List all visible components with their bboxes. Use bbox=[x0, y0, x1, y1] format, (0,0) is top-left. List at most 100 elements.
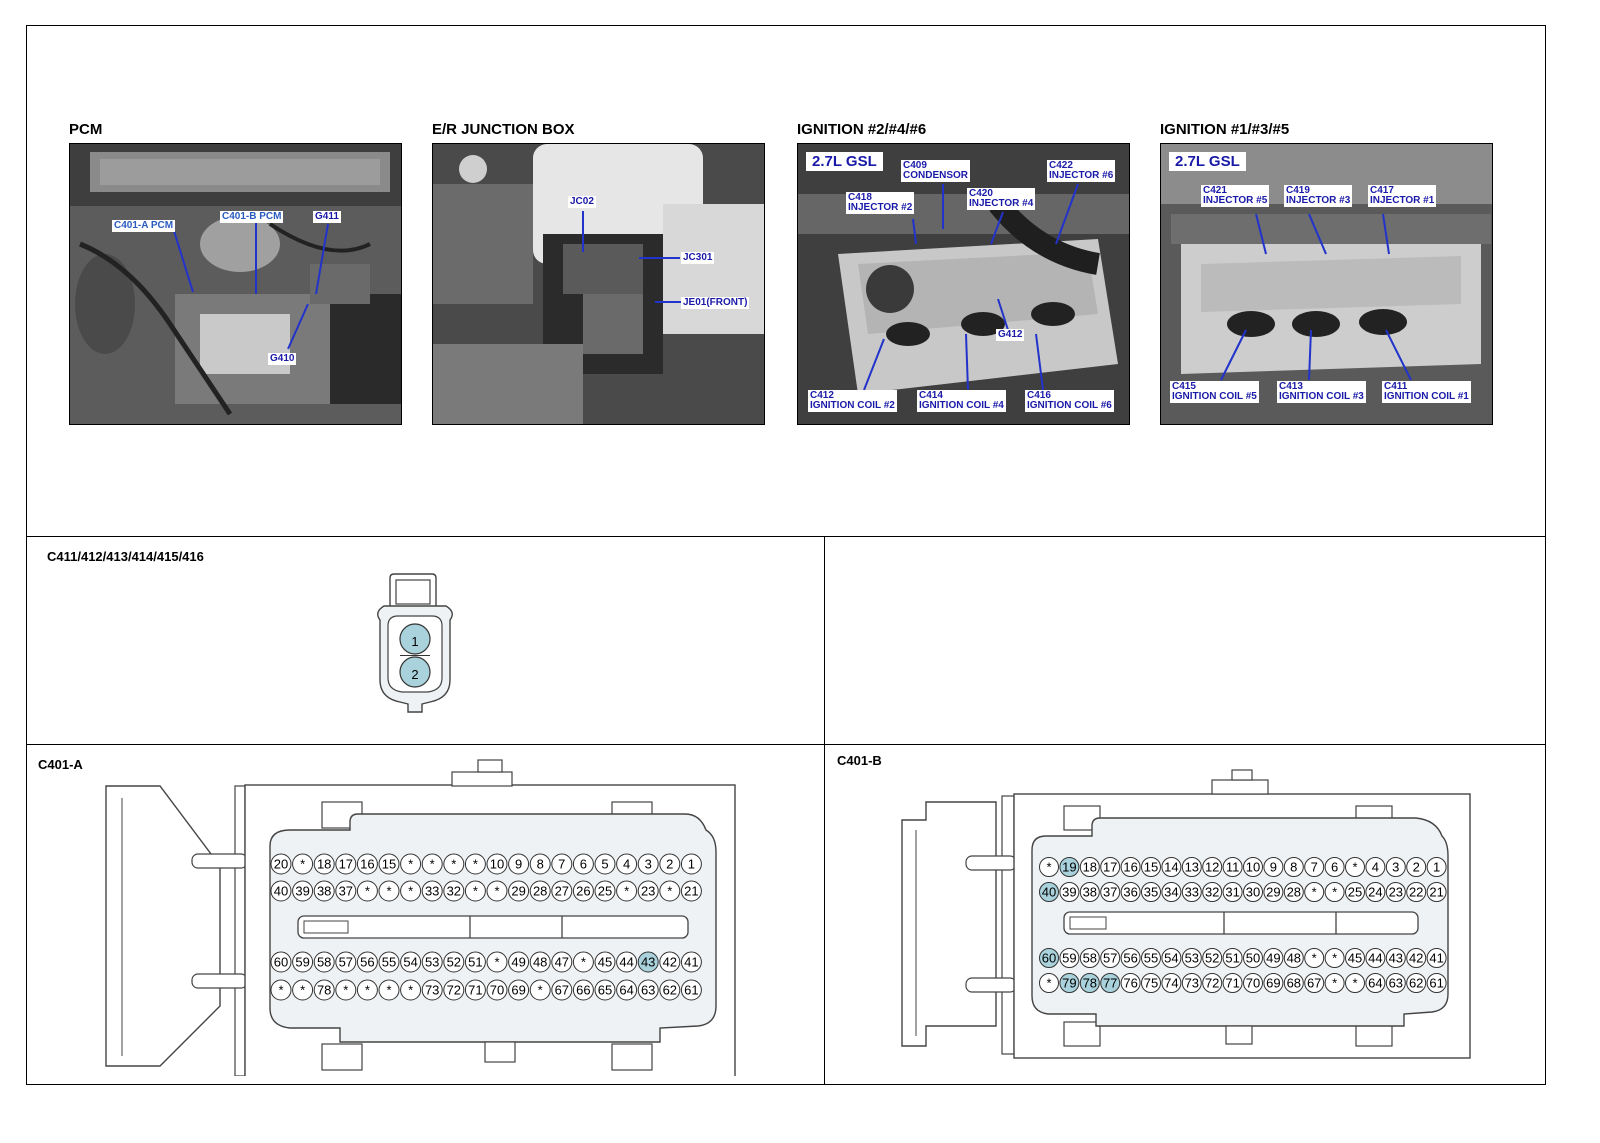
c401b-pin-label: 54 bbox=[1164, 951, 1178, 966]
c401a-pin-label: 78 bbox=[317, 983, 331, 998]
c401a-pin-label: 33 bbox=[425, 884, 439, 899]
c401a-pin-label: * bbox=[408, 884, 413, 899]
c401b-pin: 49 bbox=[1263, 948, 1284, 968]
c401b-pin: 56 bbox=[1120, 948, 1141, 968]
c401a-pin-label: 44 bbox=[619, 955, 633, 970]
diagram-frame bbox=[26, 25, 1546, 1085]
callout-g410: G410 bbox=[268, 353, 297, 365]
c401a-pin: 51 bbox=[464, 951, 486, 973]
c401b-pin-label: 69 bbox=[1266, 976, 1280, 991]
c401b-pin-label: 60 bbox=[1042, 951, 1056, 966]
c401a-pin-label: 41 bbox=[684, 955, 698, 970]
engine-tag-135: 2.7L GSL bbox=[1169, 152, 1246, 171]
c401b-pin: 14 bbox=[1161, 857, 1182, 877]
c401a-pin: 37 bbox=[335, 880, 357, 902]
c401a-pin-label: * bbox=[494, 955, 499, 970]
callout-c412-ignition-coil-2: C412 IGNITION COIL #2 bbox=[808, 390, 897, 412]
c401b-pin: 12 bbox=[1202, 857, 1223, 877]
c401a-pin: 62 bbox=[659, 979, 681, 1001]
c401b-pin: 10 bbox=[1243, 857, 1263, 877]
c401b-pin-label: 50 bbox=[1246, 951, 1260, 966]
c401b-pin-label: 53 bbox=[1185, 951, 1199, 966]
c401b-pin-label: * bbox=[1352, 860, 1357, 875]
c401a-pin: * bbox=[335, 979, 357, 1001]
c401b-pin: 50 bbox=[1243, 948, 1263, 968]
c401a-pin: 47 bbox=[551, 951, 573, 973]
photo-title-ignition-135: IGNITION #1/#3/#5 bbox=[1160, 121, 1290, 138]
photo-junction-box: JC02 JC301 JE01(FRONT) bbox=[432, 143, 765, 425]
callout-c415-ignition-coil-5: C415 IGNITION COIL #5 bbox=[1170, 381, 1259, 403]
c401a-pin: 56 bbox=[356, 951, 378, 973]
c401b-pin-label: 12 bbox=[1205, 860, 1219, 875]
c401b-pin-label: 3 bbox=[1392, 860, 1399, 875]
c401b-pin-label: 32 bbox=[1205, 885, 1219, 900]
divider-vertical bbox=[824, 536, 825, 1085]
c401b-pin: 37 bbox=[1100, 882, 1121, 902]
c401a-pin-label: 66 bbox=[576, 983, 590, 998]
c401b-pin: 62 bbox=[1406, 973, 1427, 993]
c401b-pin-label: 37 bbox=[1103, 885, 1117, 900]
c401b-pin-label: 45 bbox=[1348, 951, 1362, 966]
c401a-pin: 52 bbox=[443, 951, 465, 973]
coil-connector-pin-label: 1 bbox=[411, 634, 418, 649]
c401b-pin: 1 bbox=[1426, 857, 1447, 877]
c401a-pin-label: * bbox=[365, 884, 370, 899]
c401b-pin-label: 48 bbox=[1287, 951, 1301, 966]
c401b-pin: 72 bbox=[1202, 973, 1223, 993]
c401a-pin-label: 3 bbox=[645, 857, 652, 872]
c401a-pin: * bbox=[270, 979, 292, 1001]
callout-c413-ignition-coil-3: C413 IGNITION COIL #3 bbox=[1277, 381, 1366, 403]
c401b-pin: 61 bbox=[1426, 973, 1447, 993]
c401a-pin-label: * bbox=[386, 983, 391, 998]
c401a-pin: * bbox=[572, 951, 594, 973]
c401b-pin-label: 49 bbox=[1266, 951, 1280, 966]
c401a-pin-label: * bbox=[451, 857, 456, 872]
c401a-pin-label: * bbox=[300, 983, 305, 998]
c401a-pin: * bbox=[378, 880, 400, 902]
c401b-pin-label: 16 bbox=[1123, 860, 1137, 875]
c401a-pin-label: 5 bbox=[601, 857, 608, 872]
c401b-pin-label: 43 bbox=[1389, 951, 1403, 966]
c401a-pin-label: 27 bbox=[555, 884, 569, 899]
c401a-pin: 55 bbox=[378, 951, 400, 973]
c401a-pin-label: 37 bbox=[339, 884, 353, 899]
callout-c422-injector-6: C422 INJECTOR #6 bbox=[1047, 160, 1116, 182]
c401a-title: C401-A bbox=[38, 757, 83, 772]
c401a-pin-label: 61 bbox=[684, 983, 698, 998]
c401b-pin: * bbox=[1324, 948, 1345, 968]
c401b-pin-label: 72 bbox=[1205, 976, 1219, 991]
c401b-pin: 30 bbox=[1243, 882, 1263, 902]
callout-c420-injector-4: C420 INJECTOR #4 bbox=[967, 188, 1036, 210]
c401a-pin-label: 6 bbox=[580, 857, 587, 872]
c401b-pin-label: * bbox=[1332, 885, 1337, 900]
c401a-pin-label: 21 bbox=[684, 884, 698, 899]
photo-pcm-art bbox=[70, 144, 401, 424]
c401a-pin-label: 29 bbox=[511, 884, 525, 899]
c401a-pin: 38 bbox=[313, 880, 335, 902]
c401a-pin: 15 bbox=[378, 853, 400, 875]
c401b-pin-label: 30 bbox=[1246, 885, 1260, 900]
c401b-pin: 35 bbox=[1141, 882, 1161, 902]
c401b-pin-label: 62 bbox=[1409, 976, 1423, 991]
c401b-pin-label: 7 bbox=[1311, 860, 1318, 875]
c401a-pin-label: 62 bbox=[663, 983, 677, 998]
c401a-pin-label: 40 bbox=[274, 884, 288, 899]
c401b-pin-label: 15 bbox=[1144, 860, 1158, 875]
c401b-pin: 29 bbox=[1263, 882, 1284, 902]
c401a-pin: 41 bbox=[680, 951, 702, 973]
c401b-pin-label: 19 bbox=[1062, 860, 1076, 875]
c401b-pin-label: 77 bbox=[1103, 976, 1117, 991]
c401b-title: C401-B bbox=[837, 753, 882, 768]
c401a-pin-label: * bbox=[538, 983, 543, 998]
coil-connector-title: C411/412/413/414/415/416 bbox=[47, 549, 204, 564]
engine-tag-246: 2.7L GSL bbox=[806, 152, 883, 171]
c401b-pin: 32 bbox=[1202, 882, 1223, 902]
c401b-pin: 25 bbox=[1345, 882, 1365, 902]
callout-g411: G411 bbox=[313, 211, 341, 223]
c401a-pin: 64 bbox=[616, 979, 638, 1001]
c401a-pin-label: 16 bbox=[360, 857, 374, 872]
c401a-pin-label: 25 bbox=[598, 884, 612, 899]
c401b-pin-label: 67 bbox=[1307, 976, 1321, 991]
c401a-pin-label: 69 bbox=[511, 983, 525, 998]
c401a-pin: 4 bbox=[616, 853, 638, 875]
